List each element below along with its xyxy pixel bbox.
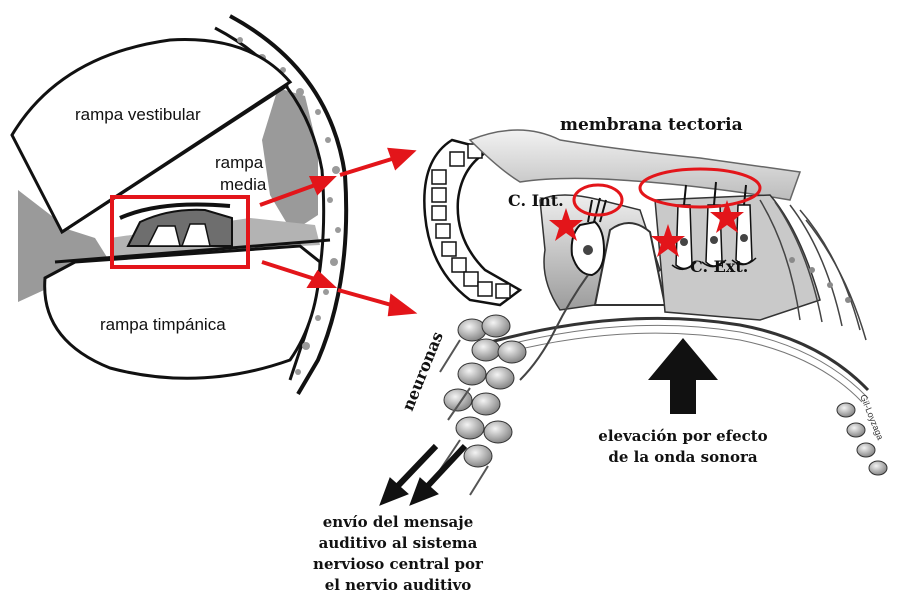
- label-rampa-timpanica: rampa timpánica: [100, 315, 226, 334]
- signal-arrows: [380, 446, 465, 505]
- elevation-arrow: [648, 338, 718, 414]
- neuron-cluster: [440, 315, 526, 495]
- label-envio-2: auditivo al sistema: [319, 534, 478, 552]
- label-membrana-tectoria: membrana tectoria: [560, 115, 743, 135]
- label-c-ext: C. Ext.: [690, 257, 748, 276]
- label-elevacion-1: elevación por efecto: [598, 427, 767, 445]
- stria-vascularis-gray: [262, 88, 318, 232]
- label-rampa-media-1: rampa: [215, 153, 264, 172]
- label-envio-3: nervioso central por: [313, 555, 484, 573]
- label-rampa-vestibular: rampa vestibular: [75, 105, 201, 124]
- label-envio-1: envío del mensaje: [323, 513, 474, 531]
- organ-of-corti-small: [128, 210, 232, 246]
- inner-hair-cell-nucleus: [583, 245, 593, 255]
- organ-of-corti-detail: Gil-Loyzaga membrana tectoria C. Int. C.…: [313, 115, 887, 594]
- label-elevacion-2: de la onda sonora: [608, 448, 757, 466]
- label-c-int: C. Int.: [508, 191, 564, 210]
- tectorial-membrane: [470, 130, 800, 200]
- label-envio-4: el nervio auditivo: [325, 576, 472, 594]
- label-rampa-media-2: media: [220, 175, 267, 194]
- cochlear-duct-section: rampa vestibular rampa media rampa timpá…: [12, 16, 346, 394]
